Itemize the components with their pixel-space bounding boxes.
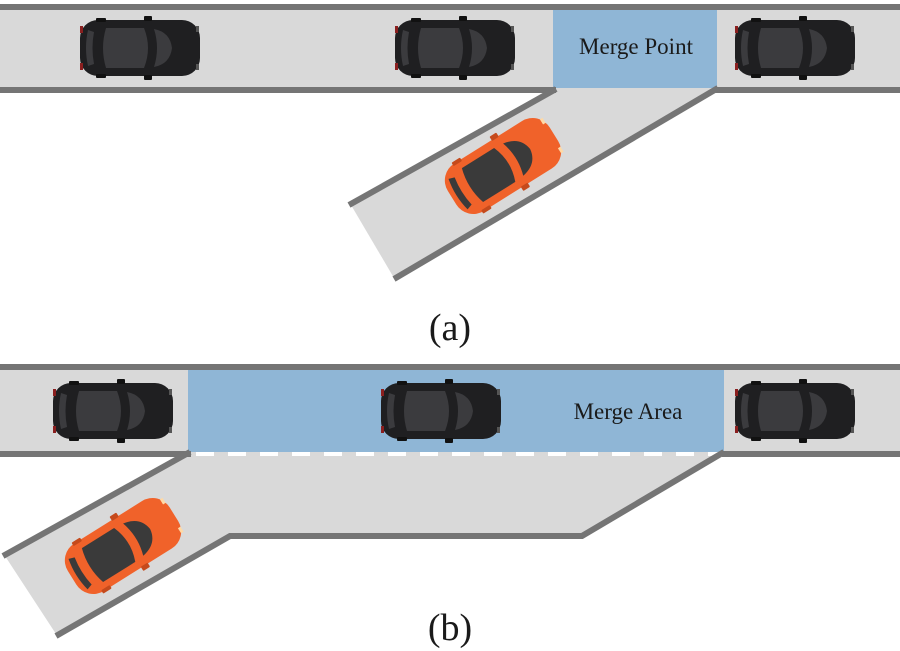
- panel-a: Merge Point (a): [0, 4, 900, 349]
- car-dark-a-1: [80, 16, 200, 80]
- car-dark-a-2: [395, 16, 515, 80]
- panel-b: Merge Area (b): [0, 364, 900, 649]
- merge-area-label: Merge Area: [574, 399, 683, 424]
- merge-point-zone: [553, 10, 717, 88]
- car-dark-b-3: [735, 379, 855, 443]
- ramp-a-left-edge: [347, 86, 558, 208]
- car-dark-b-2: [381, 379, 501, 443]
- car-dark-a-3: [735, 16, 855, 80]
- caption-a: (a): [429, 307, 471, 349]
- merge-point-label: Merge Point: [579, 34, 694, 59]
- ramp-b-upper-edge: [1, 449, 192, 559]
- caption-b: (b): [428, 607, 472, 649]
- merge-lane-b: [5, 452, 724, 634]
- ramp-a-right-edge: [392, 85, 720, 282]
- ramp-a: [351, 87, 718, 278]
- car-dark-b-1: [53, 379, 173, 443]
- ramp-b-lower-edge: [54, 449, 726, 639]
